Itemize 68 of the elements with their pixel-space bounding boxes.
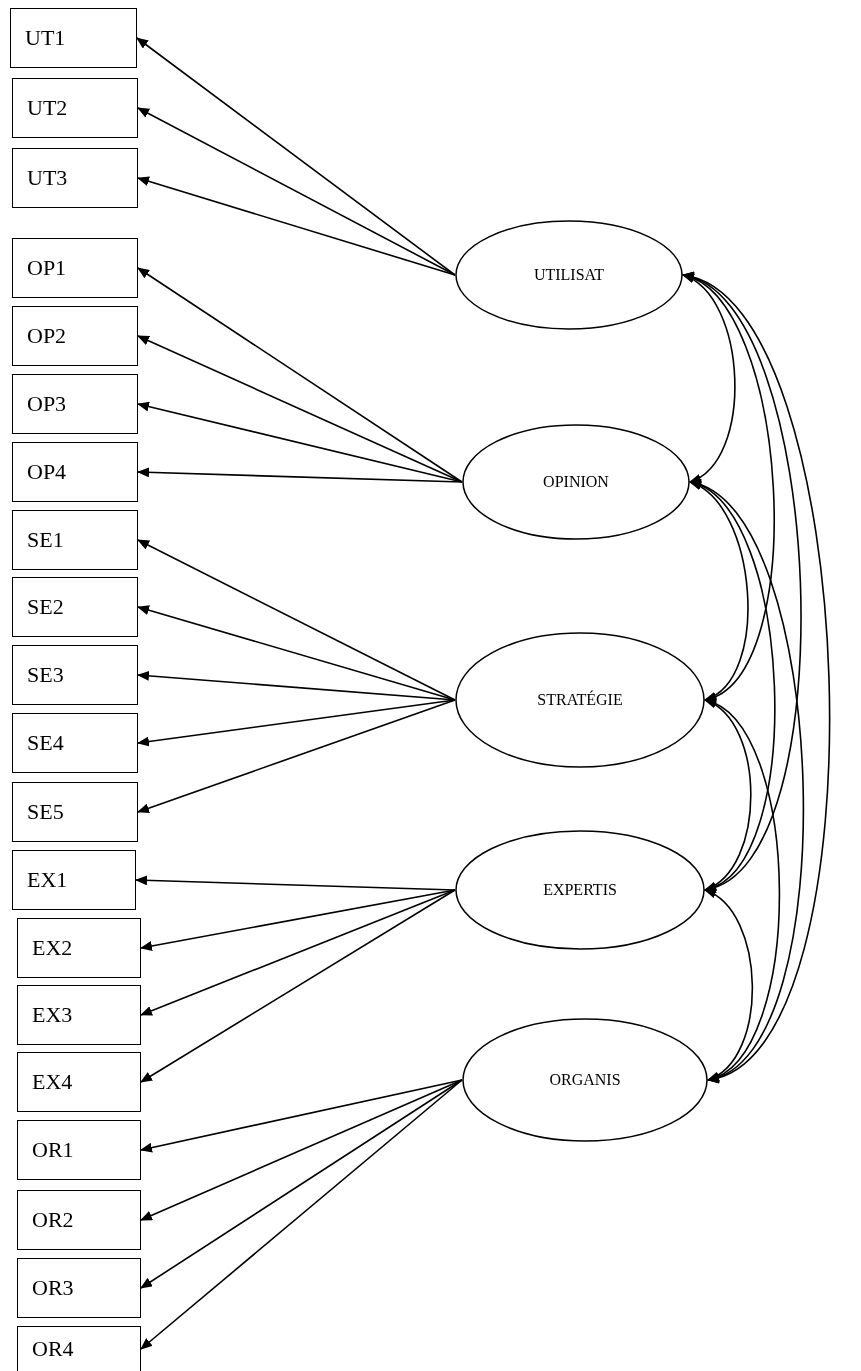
variable-label: EX1 bbox=[27, 867, 68, 893]
double-headed-arrow bbox=[704, 699, 752, 891]
arrow bbox=[137, 699, 456, 814]
variable-box bbox=[12, 645, 138, 705]
variable-label: UT3 bbox=[27, 165, 68, 191]
double-headed-arrow bbox=[704, 889, 754, 1081]
variable-label: SE5 bbox=[27, 799, 64, 825]
arrow bbox=[135, 875, 456, 891]
arrow bbox=[140, 1079, 463, 1350]
variable-label: OR4 bbox=[32, 1336, 74, 1362]
arrow bbox=[137, 605, 456, 701]
variable-box bbox=[12, 148, 138, 208]
variable-label: OP3 bbox=[27, 391, 67, 417]
variable-box bbox=[17, 1190, 141, 1250]
variable-box bbox=[17, 1326, 141, 1371]
variable-label: OR1 bbox=[32, 1137, 74, 1163]
variable-label: SE2 bbox=[27, 594, 64, 620]
variable-label: OP1 bbox=[27, 255, 67, 281]
variable-box bbox=[12, 510, 138, 570]
arrow bbox=[137, 335, 463, 483]
variable-box bbox=[12, 713, 138, 773]
arrow bbox=[140, 1079, 463, 1153]
variable-label: UT1 bbox=[25, 25, 66, 51]
variable-label: EX3 bbox=[32, 1002, 73, 1028]
variable-label: ORGANIS bbox=[549, 1071, 621, 1089]
variable-label: UT2 bbox=[27, 95, 68, 121]
variable-box bbox=[12, 782, 138, 842]
variable-label: EXPERTIS bbox=[543, 881, 617, 899]
variable-box bbox=[12, 577, 138, 637]
variable-label: OP4 bbox=[27, 459, 67, 485]
variable-label: SE4 bbox=[27, 730, 64, 756]
variable-box bbox=[17, 985, 141, 1045]
variable-box bbox=[12, 78, 138, 138]
arrow bbox=[137, 176, 456, 276]
double-headed-arrow bbox=[682, 274, 736, 483]
arrow bbox=[140, 889, 456, 951]
variable-box bbox=[10, 8, 137, 68]
variable-label: SE3 bbox=[27, 662, 64, 688]
arrow bbox=[137, 539, 456, 701]
variable-label: OR2 bbox=[32, 1207, 74, 1233]
variable-label: STRATÉGIE bbox=[537, 691, 623, 709]
arrow bbox=[137, 107, 456, 276]
variable-label: EX4 bbox=[32, 1069, 73, 1095]
variable-label: OP2 bbox=[27, 323, 67, 349]
variable-label: SE1 bbox=[27, 527, 64, 553]
variable-box bbox=[17, 1258, 141, 1318]
variable-box bbox=[12, 442, 138, 502]
arrow bbox=[140, 889, 456, 1016]
variable-box bbox=[12, 374, 138, 434]
variable-box bbox=[12, 238, 138, 298]
arrow bbox=[136, 37, 456, 276]
variable-box bbox=[12, 306, 138, 366]
variable-label: UTILISAT bbox=[533, 266, 605, 284]
arrow bbox=[137, 267, 463, 483]
variable-label: EX2 bbox=[32, 935, 73, 961]
arrow bbox=[140, 889, 456, 1083]
double-headed-arrow bbox=[704, 699, 781, 1081]
variable-box bbox=[17, 1120, 141, 1180]
variable-box bbox=[17, 1052, 141, 1112]
variable-label: OR3 bbox=[32, 1275, 74, 1301]
arrow bbox=[140, 1079, 463, 1221]
arrow bbox=[137, 699, 456, 747]
double-headed-arrow bbox=[682, 274, 830, 1081]
variable-box bbox=[17, 918, 141, 978]
arrow bbox=[137, 467, 463, 483]
variable-label: OPINION bbox=[543, 473, 609, 491]
variable-box bbox=[12, 850, 136, 910]
double-headed-arrow bbox=[689, 481, 749, 701]
